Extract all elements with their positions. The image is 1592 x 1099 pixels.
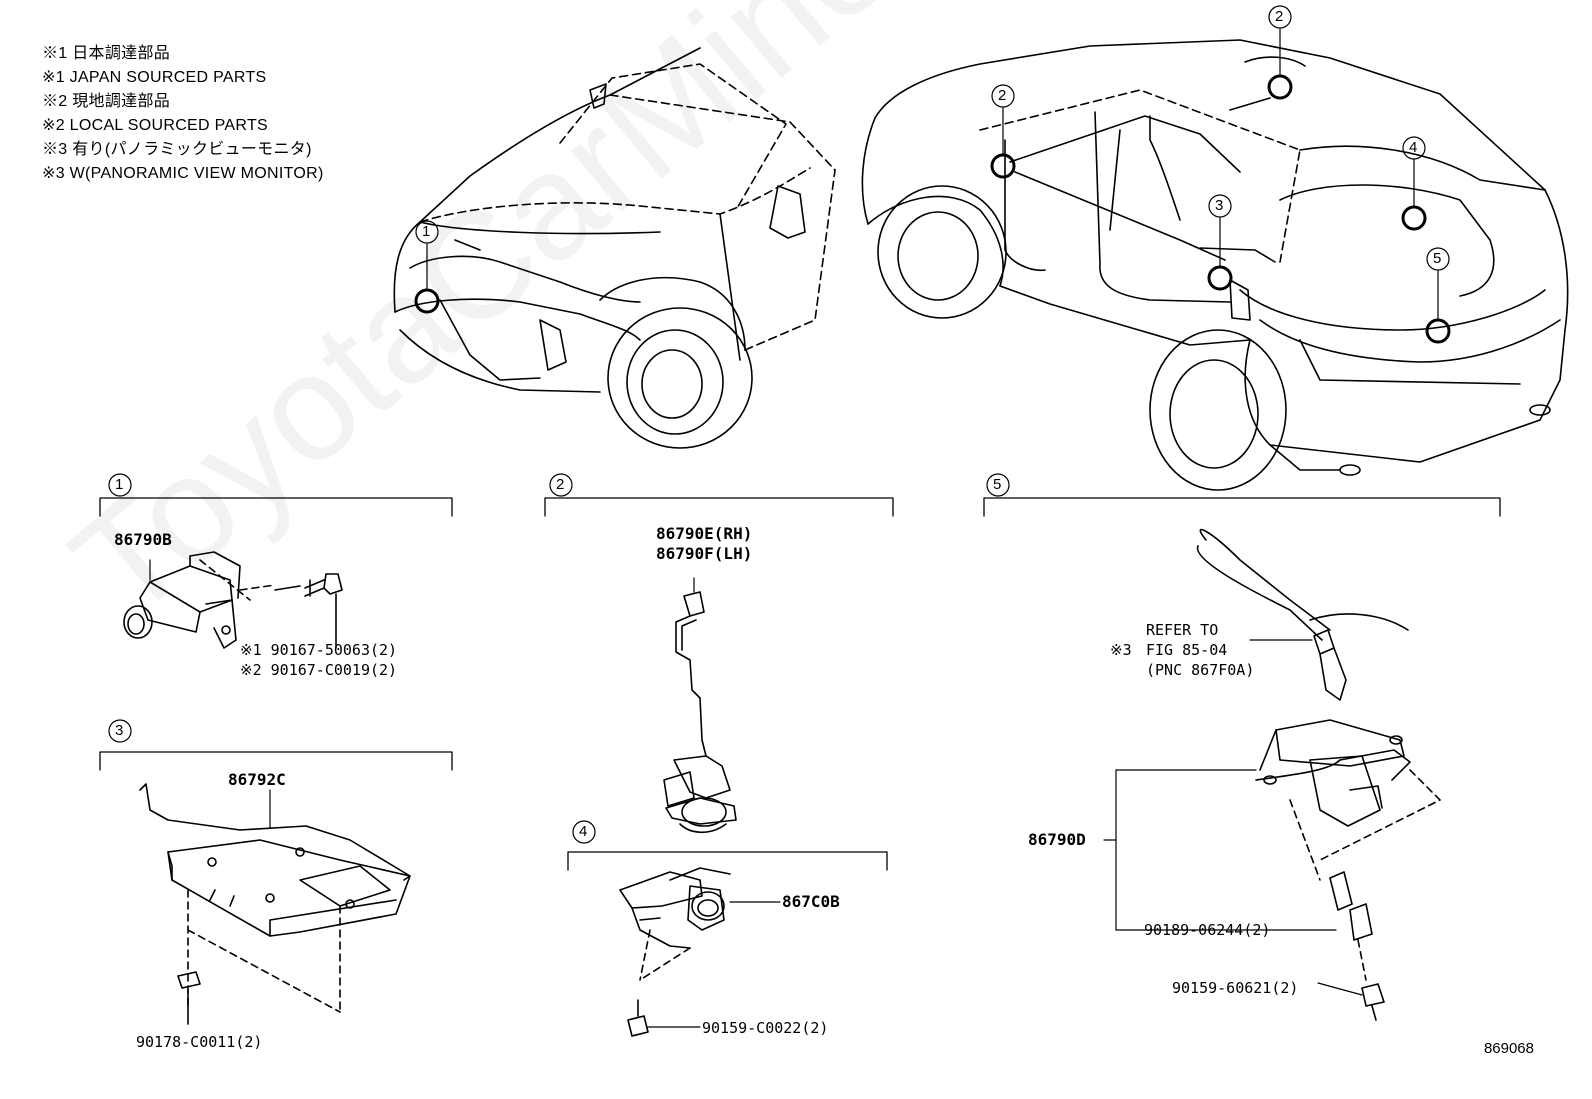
part-label-86790D: 86790D xyxy=(1028,830,1086,849)
camera-867C0B xyxy=(619,867,781,1037)
callout-number: 2 xyxy=(1275,8,1284,25)
note-line: ※1 日本調達部品 xyxy=(42,45,171,62)
part-label-90167-C0019: ※2 90167-C0019(2) xyxy=(240,661,398,679)
section-number: 3 xyxy=(115,722,124,739)
callout-point-3 xyxy=(1207,265,1233,291)
refer-label: (PNC 867F0A) xyxy=(1146,661,1255,679)
section-number: 2 xyxy=(556,476,565,493)
callout-number: 4 xyxy=(1409,139,1418,156)
front-camera-86790B xyxy=(123,551,343,649)
note-line: ※2 LOCAL SOURCED PARTS xyxy=(42,117,268,134)
part-label-90167-50063: ※1 90167-50063(2) xyxy=(240,641,398,659)
callout-number: 1 xyxy=(422,223,431,240)
rear-camera-86790D xyxy=(1103,528,1441,1021)
part-label-86790E: 86790E(RH) xyxy=(656,524,753,543)
part-label-86790B: 86790B xyxy=(114,530,172,549)
part-label-867C0B: 867C0B xyxy=(782,892,840,911)
section-number: 5 xyxy=(993,476,1002,493)
refer-mark: ※3 xyxy=(1110,641,1132,659)
rear-car-illustration xyxy=(861,5,1569,491)
part-label-86792C: 86792C xyxy=(228,770,286,789)
part-label-90159-60621: 90159-60621(2) xyxy=(1172,979,1299,997)
note-line: ※3 W(PANORAMIC VIEW MONITOR) xyxy=(42,165,324,182)
callout-point-2-right xyxy=(1267,74,1293,100)
side-camera-86790E-F xyxy=(663,577,737,834)
refer-label: FIG 85-04 xyxy=(1146,641,1228,659)
figure-number: 869068 xyxy=(1483,1040,1534,1057)
note-line: ※3 有り(パノラミックビューモニタ) xyxy=(42,141,312,158)
ecu-86792C xyxy=(139,783,411,1025)
part-label-90189-06244: 90189-06244(2) xyxy=(1144,921,1271,939)
part-label-90178-C0011: 90178-C0011(2) xyxy=(136,1033,263,1051)
callout-point-4 xyxy=(1401,205,1427,231)
part-label-90159-C0022: 90159-C0022(2) xyxy=(702,1019,829,1037)
section-number: 4 xyxy=(579,823,588,840)
callout-number: 5 xyxy=(1433,250,1442,267)
callout-number: 3 xyxy=(1215,197,1224,214)
refer-label: REFER TO xyxy=(1146,621,1219,639)
callout-point-2-left xyxy=(990,153,1016,179)
front-car-illustration xyxy=(393,47,836,449)
part-label-86790F: 86790F(LH) xyxy=(656,544,753,563)
note-line: ※2 現地調達部品 xyxy=(42,93,171,110)
section-brackets xyxy=(99,473,1501,871)
note-line: ※1 JAPAN SOURCED PARTS xyxy=(42,69,267,86)
notes-block: ※1 日本調達部品 ※1 JAPAN SOURCED PARTS ※2 現地調達… xyxy=(42,42,324,186)
callout-point-5 xyxy=(1425,318,1451,344)
section-number: 1 xyxy=(115,476,124,493)
callout-number: 2 xyxy=(998,87,1007,104)
